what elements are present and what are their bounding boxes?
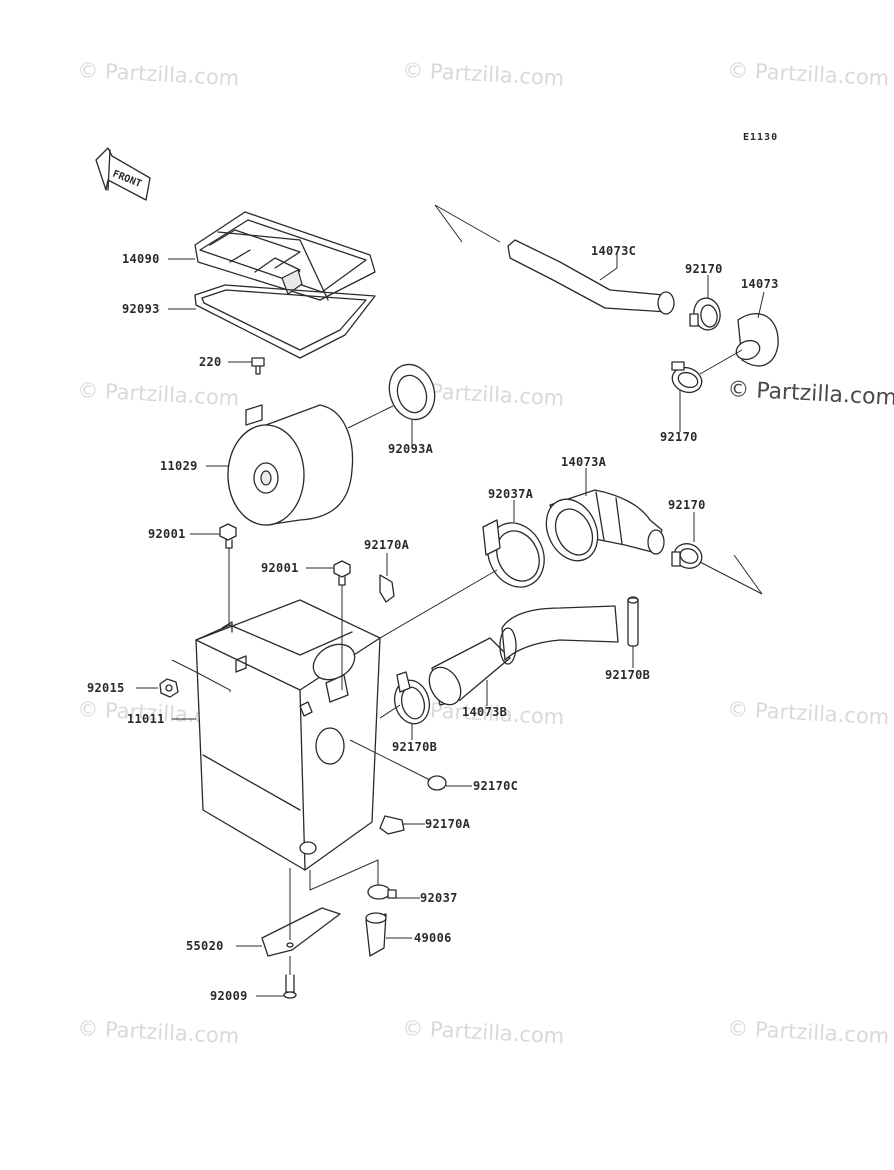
part-label-92009[interactable]: 92009 [210, 989, 248, 1003]
drain-cap-49006 [365, 912, 387, 957]
bolt-92009 [283, 956, 297, 999]
gasket [194, 284, 376, 359]
part-label-92170[interactable]: 92170 [685, 262, 723, 276]
seal-ring [388, 363, 436, 421]
part-label-92170A[interactable]: 92170A [425, 817, 471, 831]
part-label-55020[interactable]: 55020 [186, 939, 224, 953]
clamp-92037A [482, 519, 545, 588]
air-box [195, 599, 381, 871]
air-cleaner-cover [194, 211, 376, 301]
part-label-92037[interactable]: 92037 [420, 891, 458, 905]
part-label-92037A[interactable]: 92037A [488, 487, 534, 501]
clip-92170A-top [379, 574, 395, 603]
part-label-49006[interactable]: 49006 [414, 931, 452, 945]
part-label-92001[interactable]: 92001 [261, 561, 299, 575]
bolt-92001-right [333, 560, 351, 690]
front-arrow-icon: FRONT [95, 147, 151, 201]
bolt-92001-left [219, 523, 237, 625]
part-label-92170[interactable]: 92170 [660, 430, 698, 444]
part-label-14073B[interactable]: 14073B [462, 705, 508, 719]
part-label-14073C[interactable]: 14073C [591, 244, 637, 258]
part-label-92170A[interactable]: 92170A [364, 538, 410, 552]
part-label-92170B[interactable]: 92170B [605, 668, 651, 682]
screw-220 [251, 357, 265, 375]
part-label-220[interactable]: 220 [199, 355, 222, 369]
clip-92170A-bottom [379, 815, 405, 835]
part-label-14073[interactable]: 14073 [741, 277, 779, 291]
clamp-92170B [379, 671, 431, 725]
part-label-11011[interactable]: 11011 [127, 712, 165, 726]
hose-14073 [699, 313, 779, 375]
part-label-92170[interactable]: 92170 [668, 498, 706, 512]
part-label-92093A[interactable]: 92093A [388, 442, 434, 456]
diagram-code: E1130 [743, 132, 779, 143]
part-label-11029[interactable]: 11029 [160, 459, 198, 473]
clamp-92170-upper [689, 297, 721, 331]
air-filter-element [227, 404, 354, 526]
clamp-92037 [309, 859, 397, 900]
part-label-14090[interactable]: 14090 [122, 252, 160, 266]
hose-14073A [545, 489, 665, 562]
leader-lines [136, 252, 765, 997]
hose-14073B [428, 605, 619, 706]
clamp-92170-right [671, 543, 763, 595]
part-label-92093[interactable]: 92093 [122, 302, 160, 316]
nut-92015 [159, 678, 179, 698]
part-label-92001[interactable]: 92001 [148, 527, 186, 541]
clip-92170C [349, 739, 447, 791]
clamp-92170-lower [671, 361, 703, 394]
tube-92170B [627, 596, 639, 647]
hose-14073C [434, 204, 675, 315]
part-label-14073A[interactable]: 14073A [561, 455, 607, 469]
part-label-92170B[interactable]: 92170B [392, 740, 438, 754]
part-label-92170C[interactable]: 92170C [473, 779, 519, 793]
bracket-55020 [261, 868, 341, 957]
part-label-92015[interactable]: 92015 [87, 681, 125, 695]
